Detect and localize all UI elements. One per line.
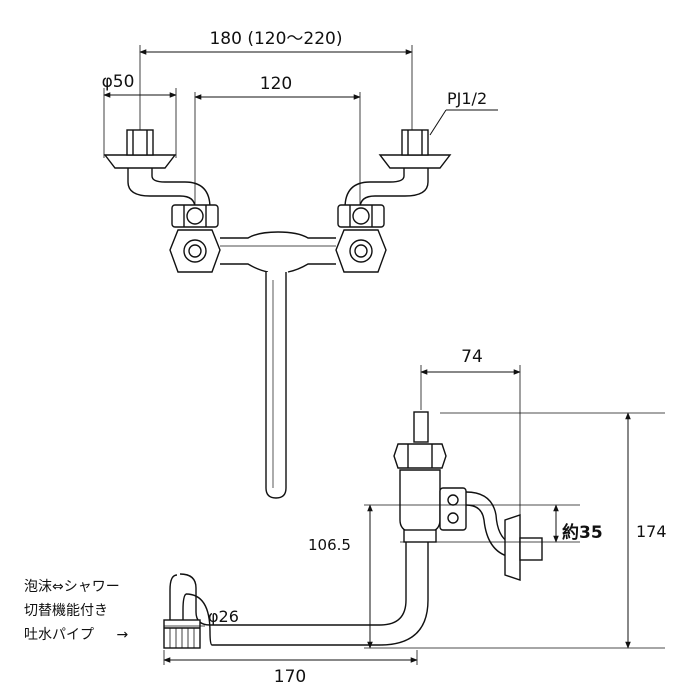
dim-spout-height: 106.5 — [308, 504, 373, 649]
dim-overall-width: 180 (120～220) — [139, 29, 413, 55]
total-height-label: 174 — [636, 522, 667, 541]
front-view — [103, 45, 452, 499]
spout-height-label: 106.5 — [308, 536, 351, 554]
projection-label: 74 — [461, 347, 483, 367]
dim-projection: 74 — [420, 347, 521, 375]
spout-diameter-label: φ26 — [208, 607, 239, 626]
thread-callout: PJ1/2 — [429, 89, 498, 136]
dim-center-distance: 120 — [194, 74, 361, 100]
dim-spout-reach: 170 — [163, 657, 418, 687]
note-line-1: 泡沫⇔シャワー — [24, 579, 120, 595]
dim-spout-diameter: φ26 — [164, 607, 239, 627]
dim-total-height: 174 — [625, 412, 667, 649]
center-distance-label: 120 — [260, 74, 292, 94]
thread-spec-label: PJ1/2 — [447, 89, 487, 108]
overall-width-label: 180 (120～220) — [209, 29, 342, 49]
flange-diameter-label: φ50 — [102, 72, 135, 92]
dim-approx-depth: 約35 — [553, 504, 603, 543]
spout-reach-label: 170 — [274, 667, 306, 687]
note-line-3-text: 吐水パイプ — [24, 627, 94, 643]
approx-depth-label: 約35 — [562, 522, 603, 543]
note-line-3: 吐水パイプ → — [24, 624, 128, 644]
dim-flange-diameter: φ50 — [102, 72, 177, 98]
note-line-2: 切替機能付き — [24, 603, 108, 619]
note-arrow-icon: → — [116, 627, 129, 643]
